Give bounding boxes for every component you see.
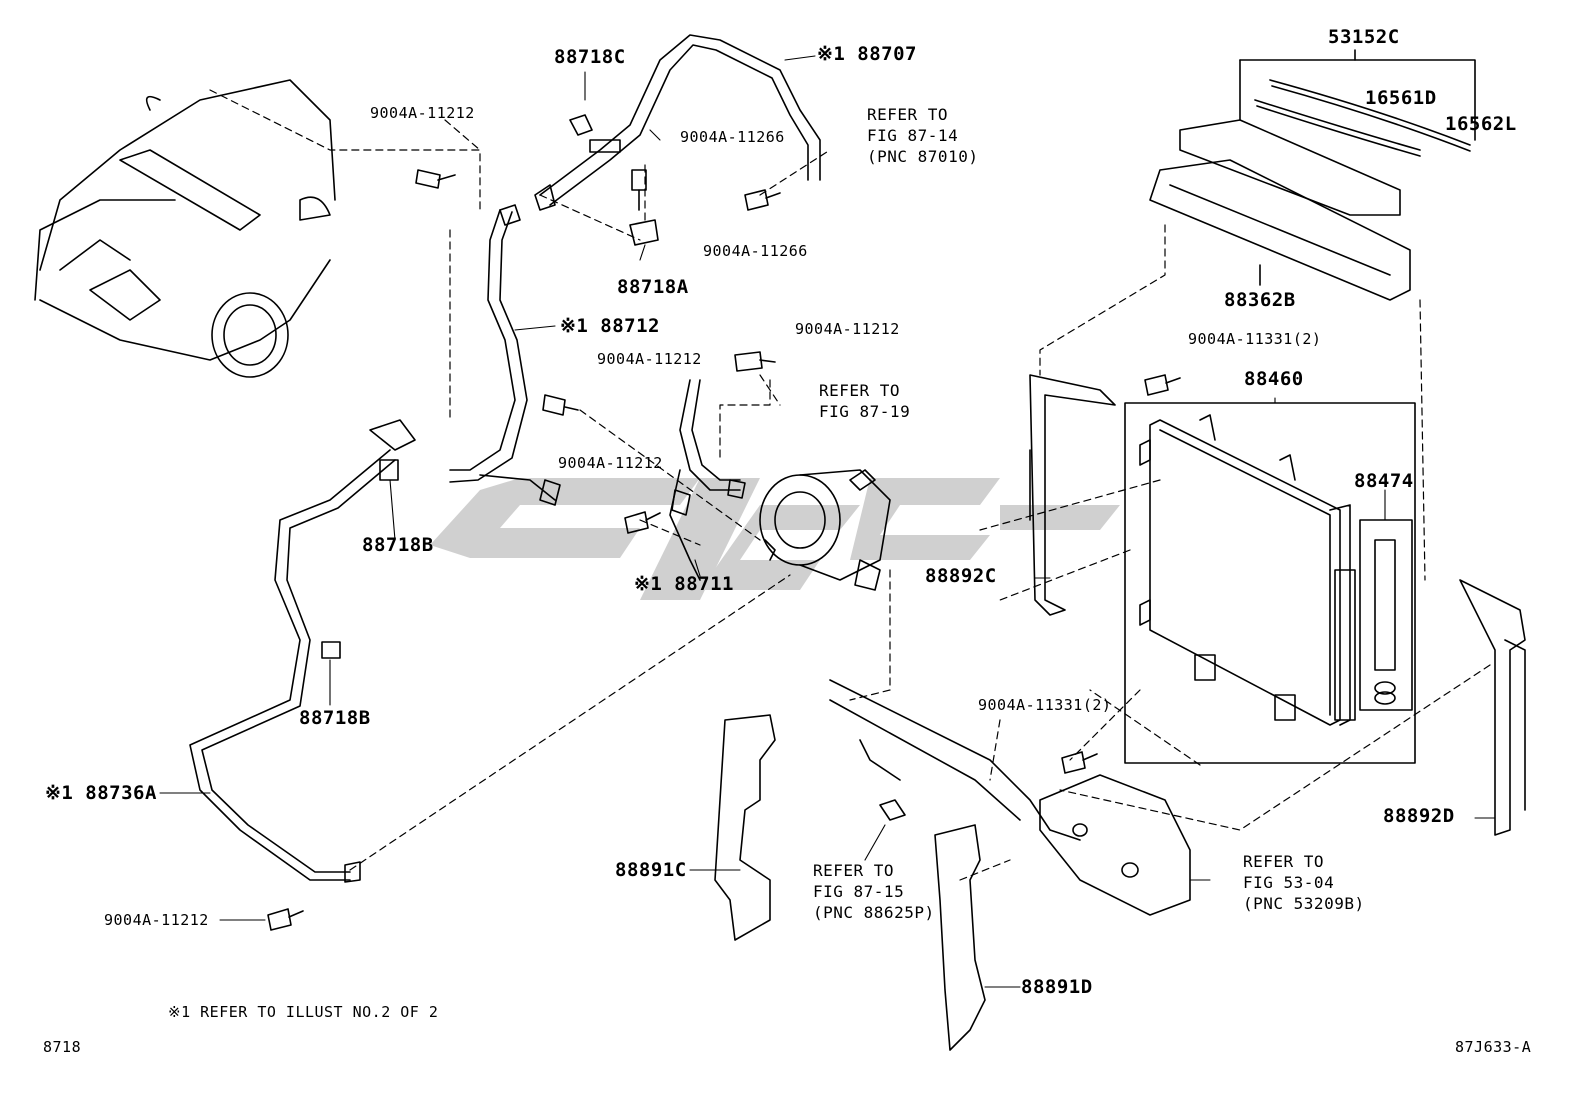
bolt-label-9004A-11266-a[interactable]: 9004A-11266 bbox=[680, 128, 785, 146]
part-label-88891D[interactable]: 88891D bbox=[1021, 976, 1093, 998]
part-label-88891C[interactable]: 88891C bbox=[615, 859, 687, 881]
ref-fig-87-15[interactable]: REFER TO FIG 87-15 (PNC 88625P) bbox=[813, 861, 935, 922]
label-leaders bbox=[159, 55, 1496, 988]
part-label-88362B[interactable]: 88362B bbox=[1224, 289, 1296, 311]
pipe-88736A bbox=[189, 449, 396, 881]
part-label-88707[interactable]: ※1 88707 bbox=[817, 43, 917, 65]
receiver-88474 bbox=[1359, 519, 1413, 711]
hose-88707 bbox=[539, 34, 821, 206]
part-label-88736A[interactable]: ※1 88736A bbox=[45, 782, 157, 804]
part-label-16561D[interactable]: 16561D bbox=[1365, 87, 1437, 109]
part-label-53152C[interactable]: 53152C bbox=[1328, 26, 1400, 48]
bolt-label-9004A-11212-mid2[interactable]: 9004A-11212 bbox=[597, 350, 702, 368]
condenser-88460 bbox=[1124, 402, 1416, 764]
part-label-88892D[interactable]: 88892D bbox=[1383, 805, 1455, 827]
ref-fig-87-14[interactable]: REFER TO FIG 87-14 (PNC 87010) bbox=[867, 105, 979, 166]
part-label-88718B-b[interactable]: 88718B bbox=[299, 707, 371, 729]
part-label-88718A[interactable]: 88718A bbox=[617, 276, 689, 298]
bolt-icons bbox=[267, 169, 1181, 931]
part-label-88460[interactable]: 88460 bbox=[1244, 368, 1304, 390]
bracket-88892C bbox=[1029, 374, 1116, 616]
part-label-88711[interactable]: ※1 88711 bbox=[634, 573, 734, 595]
part-label-88718B-a[interactable]: 88718B bbox=[362, 534, 434, 556]
bracket-88892D bbox=[1459, 579, 1526, 836]
part-label-88892C[interactable]: 88892C bbox=[925, 565, 997, 587]
ref-fig-53-04[interactable]: REFER TO FIG 53-04 (PNC 53209B) bbox=[1243, 852, 1365, 913]
ref-fig-87-19[interactable]: REFER TO FIG 87-19 bbox=[819, 381, 911, 421]
bolt-label-9004A-11331-top[interactable]: 9004A-11331(2) bbox=[1188, 330, 1322, 348]
lower-support bbox=[829, 679, 1191, 916]
part-label-88712[interactable]: ※1 88712 bbox=[560, 315, 660, 337]
leader-lines bbox=[209, 89, 1491, 881]
bolt-label-9004A-11212-bot[interactable]: 9004A-11212 bbox=[104, 911, 209, 929]
air-guide-88891D bbox=[934, 824, 986, 1051]
air-guide-88891C bbox=[714, 714, 776, 941]
figure-id: 87J633-A bbox=[1455, 1038, 1532, 1056]
bolt-label-9004A-11212-mid1[interactable]: 9004A-11212 bbox=[795, 320, 900, 338]
fittings bbox=[321, 114, 746, 883]
seal-53152C bbox=[1239, 49, 1476, 157]
bolt-label-9004A-11212-mid3[interactable]: 9004A-11212 bbox=[558, 454, 663, 472]
part-label-88718C[interactable]: 88718C bbox=[554, 46, 626, 68]
part-label-88474[interactable]: 88474 bbox=[1354, 470, 1414, 492]
page-code: 8718 bbox=[43, 1038, 82, 1056]
part-label-16562L[interactable]: 16562L bbox=[1445, 113, 1517, 135]
vehicle-location-icon bbox=[34, 79, 336, 378]
hose-88712 bbox=[449, 209, 556, 501]
bolt-label-9004A-11331-bot[interactable]: 9004A-11331(2) bbox=[978, 696, 1112, 714]
bolt-label-9004A-11266-b[interactable]: 9004A-11266 bbox=[703, 242, 808, 260]
upper-support-88362B bbox=[1149, 119, 1411, 301]
footnote: ※1 REFER TO ILLUST NO.2 OF 2 bbox=[168, 1003, 439, 1021]
watermark-logo bbox=[430, 478, 1120, 600]
bolt-label-9004A-11212-top[interactable]: 9004A-11212 bbox=[370, 104, 475, 122]
compressor bbox=[759, 469, 891, 591]
